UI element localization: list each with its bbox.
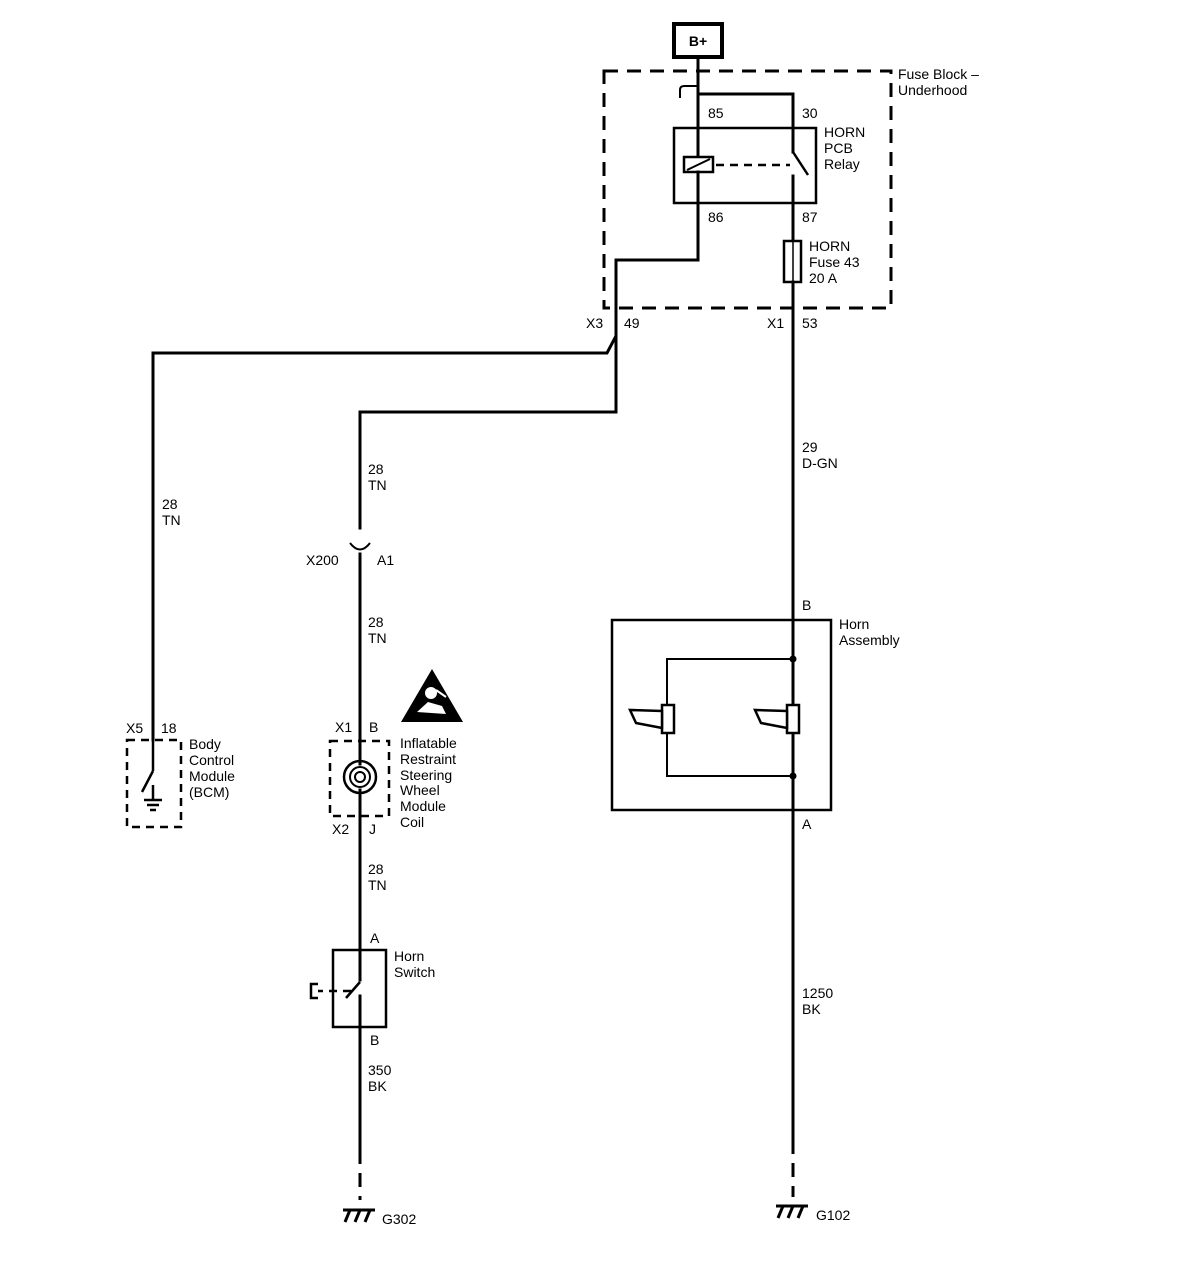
horn-switch-pin-a: A bbox=[370, 930, 380, 946]
horn-right-icon bbox=[753, 703, 801, 735]
coil-top-pin: B bbox=[369, 719, 378, 735]
relay-label-line1: HORN bbox=[824, 124, 865, 140]
relay-switch-contact-icon bbox=[791, 151, 810, 176]
horn-switch-label-line2: Switch bbox=[394, 964, 435, 980]
x200-connector-label: X200 bbox=[306, 552, 339, 568]
fuse-block-label-line1: Fuse Block – bbox=[898, 66, 979, 82]
horn-assembly-pin-a: A bbox=[802, 816, 812, 832]
fuse-label-line1: HORN bbox=[809, 238, 850, 254]
relay-switch-feed-wire bbox=[696, 92, 795, 130]
coil-label-line1: Inflatable bbox=[400, 735, 457, 751]
splice-hook bbox=[679, 85, 698, 98]
ground-g102-label: G102 bbox=[816, 1207, 850, 1223]
horn-assembly-pin-b: B bbox=[802, 597, 811, 613]
horn-assembly-outline bbox=[610, 618, 833, 812]
coil-label-line3: Steering bbox=[400, 767, 452, 783]
horn-relay: 85 30 86 87 HORN PCB Relay bbox=[672, 105, 865, 225]
switch-mid-circuit: 28 bbox=[368, 614, 384, 630]
bcm-label-line1: Body bbox=[189, 736, 221, 752]
horn-ground-circuit: 1250 bbox=[802, 985, 833, 1001]
horn-switch-pin-b: B bbox=[370, 1032, 379, 1048]
switch-ground-color: BK bbox=[368, 1078, 387, 1094]
x200-connector-icon bbox=[349, 542, 371, 551]
steering-wheel-coil: X1 B X2 J Inflatable Restraint Steering … bbox=[328, 719, 457, 952]
x1-connector-label: X1 bbox=[767, 315, 784, 331]
horn-feed-circuit: 29 bbox=[802, 439, 818, 455]
battery-positive-label: B+ bbox=[689, 33, 707, 49]
switch-lower-circuit: 28 bbox=[368, 861, 384, 877]
relay-pin-85: 85 bbox=[708, 105, 724, 121]
coil-top-connector: X1 bbox=[335, 719, 352, 735]
bcm-connector-label: X5 bbox=[126, 720, 143, 736]
switch-upper-circuit: 28 bbox=[368, 461, 384, 477]
x3-connector-label: X3 bbox=[586, 315, 603, 331]
horn-ground-color: BK bbox=[802, 1001, 821, 1017]
switch-upper-color: TN bbox=[368, 477, 387, 493]
horn-switch: A B Horn Switch bbox=[309, 930, 435, 1048]
relay-label-line2: PCB bbox=[824, 140, 853, 156]
bcm-label-line2: Control bbox=[189, 752, 234, 768]
relay-pin-30: 30 bbox=[802, 105, 818, 121]
coil-label-line2: Restraint bbox=[400, 751, 456, 767]
bcm-wire-circuit: 28 bbox=[162, 496, 178, 512]
horn-feed-color: D-GN bbox=[802, 455, 838, 471]
coil-label-line5: Module bbox=[400, 798, 446, 814]
switch-ground-circuit: 350 bbox=[368, 1062, 392, 1078]
fuse-label-line3: 20 A bbox=[809, 270, 838, 286]
relay-pin-87: 87 bbox=[802, 209, 818, 225]
coil-label-line6: Coil bbox=[400, 814, 424, 830]
relay-pin-86: 86 bbox=[708, 209, 724, 225]
relay-label-line3: Relay bbox=[824, 156, 860, 172]
airbag-warning-icon bbox=[401, 669, 463, 722]
bcm-signal-wire bbox=[151, 318, 618, 742]
fuse-label-line2: Fuse 43 bbox=[809, 254, 860, 270]
coil-bottom-connector: X2 bbox=[332, 821, 349, 837]
horn-switch-contact-icon bbox=[345, 981, 361, 999]
bcm-wire-color: TN bbox=[162, 512, 181, 528]
coil-label-line4: Wheel bbox=[400, 782, 440, 798]
ground-g302-label: G302 bbox=[382, 1211, 416, 1227]
bcm-label-line3: Module bbox=[189, 768, 235, 784]
body-control-module: X5 18 Body Control Module (BCM) bbox=[125, 720, 235, 829]
bcm-label-line4: (BCM) bbox=[189, 784, 229, 800]
fuse-block-label-line2: Underhood bbox=[898, 82, 967, 98]
horn-assembly-label-line2: Assembly bbox=[839, 632, 900, 648]
coil-outline bbox=[328, 739, 391, 818]
bcm-outline bbox=[125, 738, 183, 829]
bcm-ground-icon bbox=[144, 798, 162, 812]
coil-bottom-pin: J bbox=[369, 821, 376, 837]
switch-lower-color: TN bbox=[368, 877, 387, 893]
ground-g102-icon bbox=[776, 1204, 808, 1219]
bcm-switch-icon bbox=[140, 770, 155, 793]
ground-g302-icon bbox=[343, 1208, 375, 1223]
x1-pin-label: 53 bbox=[802, 315, 818, 331]
x200-pin-label: A1 bbox=[377, 552, 394, 568]
horn-assembly: B A Horn Assembly bbox=[610, 597, 900, 832]
switch-mid-color: TN bbox=[368, 630, 387, 646]
horn-switch-push-icon bbox=[309, 982, 318, 1000]
bcm-pin-label: 18 bbox=[161, 720, 177, 736]
horn-assembly-label-line1: Horn bbox=[839, 616, 869, 632]
x3-pin-label: 49 bbox=[624, 315, 640, 331]
horn-switch-label-line1: Horn bbox=[394, 948, 424, 964]
horn-left-icon bbox=[628, 703, 676, 735]
battery-positive-source: B+ bbox=[672, 22, 724, 59]
coil-spring-icon bbox=[342, 759, 378, 795]
horn-switch-control-wire bbox=[358, 201, 700, 530]
fuse-block-outline bbox=[602, 69, 893, 310]
